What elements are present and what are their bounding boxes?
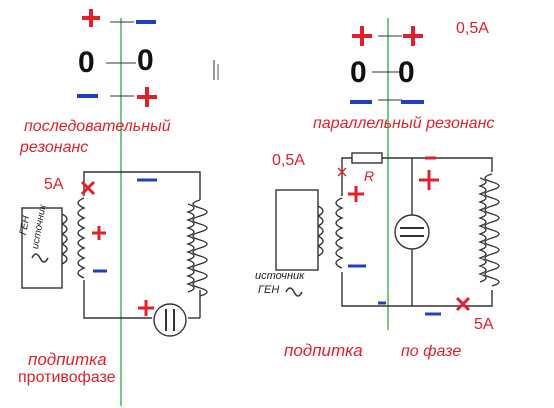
parallel-resistor [351,152,383,164]
series-current-label: 5А [44,176,64,193]
series-feed-line1: подпитка [28,350,107,369]
parallel-source-label-1: источник [255,270,305,282]
left-axis-ticks [106,21,136,97]
series-bottom-plus [138,300,154,316]
parallel-plus-left [348,186,364,202]
parallel-source-label-2: ГЕН [258,284,280,296]
parallel-title: параллельный резонанс [313,115,495,132]
parallel-plus-right [419,170,439,190]
parallel-feed: подпитка [284,341,363,360]
series-title-line2: резонанс [20,139,89,156]
parallel-source-box [275,189,319,271]
parallel-circuit [316,157,500,307]
parallel-cross-bottom [455,296,471,312]
parallel-top-current: 0,5А [456,20,489,37]
parallel-bottom-current: 5А [474,316,494,333]
series-capacitor [153,303,187,337]
left-sign-marks [77,9,157,107]
parallel-resistor-label: R [364,168,375,184]
series-source-box [21,207,63,289]
right-zero-b: 0 [398,56,415,89]
series-cross-mark [80,180,96,196]
parallel-capacitor [394,214,430,250]
parallel-cross-top [337,167,347,177]
right-axis-ticks [213,35,402,101]
right-sign-marks [350,26,424,104]
parallel-ac-wave-icon [285,287,303,297]
parallel-branch-current: 0,5А [272,152,305,169]
series-plus-mark [92,226,106,240]
right-zero-a: 0 [350,56,367,89]
series-title-line1: последовательный [24,118,171,135]
left-zero-b: 0 [137,44,154,77]
left-zero-a: 0 [78,46,95,79]
parallel-phase: по фазе [401,343,462,360]
series-feed-line2: противофазе [18,369,116,386]
series-ac-wave-icon [31,253,49,263]
